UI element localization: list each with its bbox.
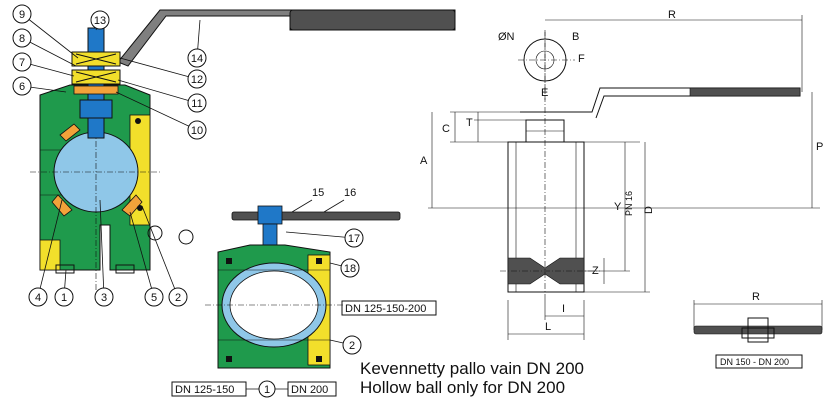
seat-right <box>121 194 143 217</box>
range-box-dn125-150-200 <box>341 300 437 316</box>
dim-I: I <box>562 303 565 315</box>
part-number-label: 15 <box>312 187 324 199</box>
section-view-large <box>205 205 401 369</box>
dim-E: E <box>541 87 548 99</box>
range-label-dn125-150: DN 125-150 <box>175 384 234 396</box>
part-number-label: 13 <box>94 15 106 27</box>
part-number-label: 14 <box>191 53 203 65</box>
insert-left <box>39 239 61 271</box>
range-box-dn125-150 <box>171 381 247 397</box>
body-outline <box>507 141 585 293</box>
dim-A: A <box>420 155 428 167</box>
part-callout-12: 12 <box>119 57 207 89</box>
part-number-label: 6 <box>19 81 25 93</box>
large-callout-1: 1 <box>246 380 288 398</box>
dim-D: D <box>643 206 655 214</box>
part-number-label: 10 <box>191 125 203 137</box>
part-number-label: 7 <box>19 57 25 69</box>
part-number-label: 5 <box>151 292 157 304</box>
gland <box>73 85 119 95</box>
section-view-small <box>30 9 456 290</box>
seat-left <box>51 194 73 217</box>
part-number-label: 17 <box>348 233 360 245</box>
part-callout-2: 2 <box>141 205 188 307</box>
bolt-hole-1 <box>147 225 163 241</box>
dim-R-small: R <box>752 291 760 303</box>
part-number-label: 8 <box>19 33 25 45</box>
seat-top-left <box>59 123 81 142</box>
part-callout-1: 1 <box>54 269 74 307</box>
dim-L: L <box>545 321 551 333</box>
handle-grip <box>289 9 456 31</box>
part-callout-3: 3 <box>94 199 114 307</box>
large-callout-16: 16 <box>323 187 356 213</box>
part-callout-5: 5 <box>129 211 164 307</box>
dimension-lines <box>428 15 820 340</box>
part-callout-9: 9 <box>12 4 79 59</box>
part-callout-4: 4 <box>28 199 63 307</box>
large-callout-15: 15 <box>291 187 324 213</box>
t-handle <box>231 211 401 221</box>
dim-C: C <box>442 123 450 135</box>
part-number-label: 4 <box>35 292 41 304</box>
part-callout-10: 10 <box>115 91 207 140</box>
large-callout-18: 18 <box>325 258 360 278</box>
range-label-dn150-200: DN 150 - DN 200 <box>720 357 789 367</box>
large-callout-2: 2 <box>329 335 362 355</box>
part-callout-11: 11 <box>117 79 207 113</box>
range-label-dn200: DN 200 <box>291 384 328 396</box>
part-number-label: 16 <box>344 187 356 199</box>
part-callout-6: 6 <box>12 76 67 96</box>
dim-R: R <box>668 9 676 21</box>
dim-B: B <box>572 31 579 43</box>
dim-P: P <box>816 141 823 153</box>
dim-ON: ØN <box>498 31 515 43</box>
range-box-dn150-200 <box>715 354 803 369</box>
dim-Z: Z <box>592 265 599 277</box>
part-number-label: 1 <box>61 292 67 304</box>
dim-F: F <box>578 53 585 65</box>
part-number-label: 2 <box>175 292 181 304</box>
handle-hub <box>257 205 283 225</box>
part-number-label: 12 <box>191 74 203 86</box>
t-handle-view <box>693 300 823 343</box>
range-label-dn125-150-200: DN 125-150-200 <box>345 303 426 315</box>
part-number-label: 3 <box>101 292 107 304</box>
stem-collar <box>79 99 113 119</box>
part-number-label: 9 <box>19 9 25 21</box>
note-finnish: Kevennetty pallo vain DN 200 <box>360 359 584 378</box>
part-callout-14: 14 <box>187 19 207 68</box>
part-number-label: 18 <box>344 263 356 275</box>
part-number-label: 1 <box>264 384 270 396</box>
dim-PN: PN 16 <box>624 191 634 216</box>
dim-T: T <box>466 117 473 129</box>
dim-Y: Y <box>614 201 622 213</box>
large-callout-17: 17 <box>285 228 364 248</box>
part-callout-13: 13 <box>90 10 110 31</box>
range-box-dn200 <box>287 381 337 397</box>
dimension-view <box>500 30 801 300</box>
part-callout-8: 8 <box>12 28 77 67</box>
part-callout-7: 7 <box>12 52 75 77</box>
note-english: Hollow ball only for DN 200 <box>360 378 565 397</box>
part-number-label: 2 <box>349 340 355 352</box>
part-number-label: 11 <box>191 98 202 110</box>
bolt-hole-2 <box>178 229 194 245</box>
